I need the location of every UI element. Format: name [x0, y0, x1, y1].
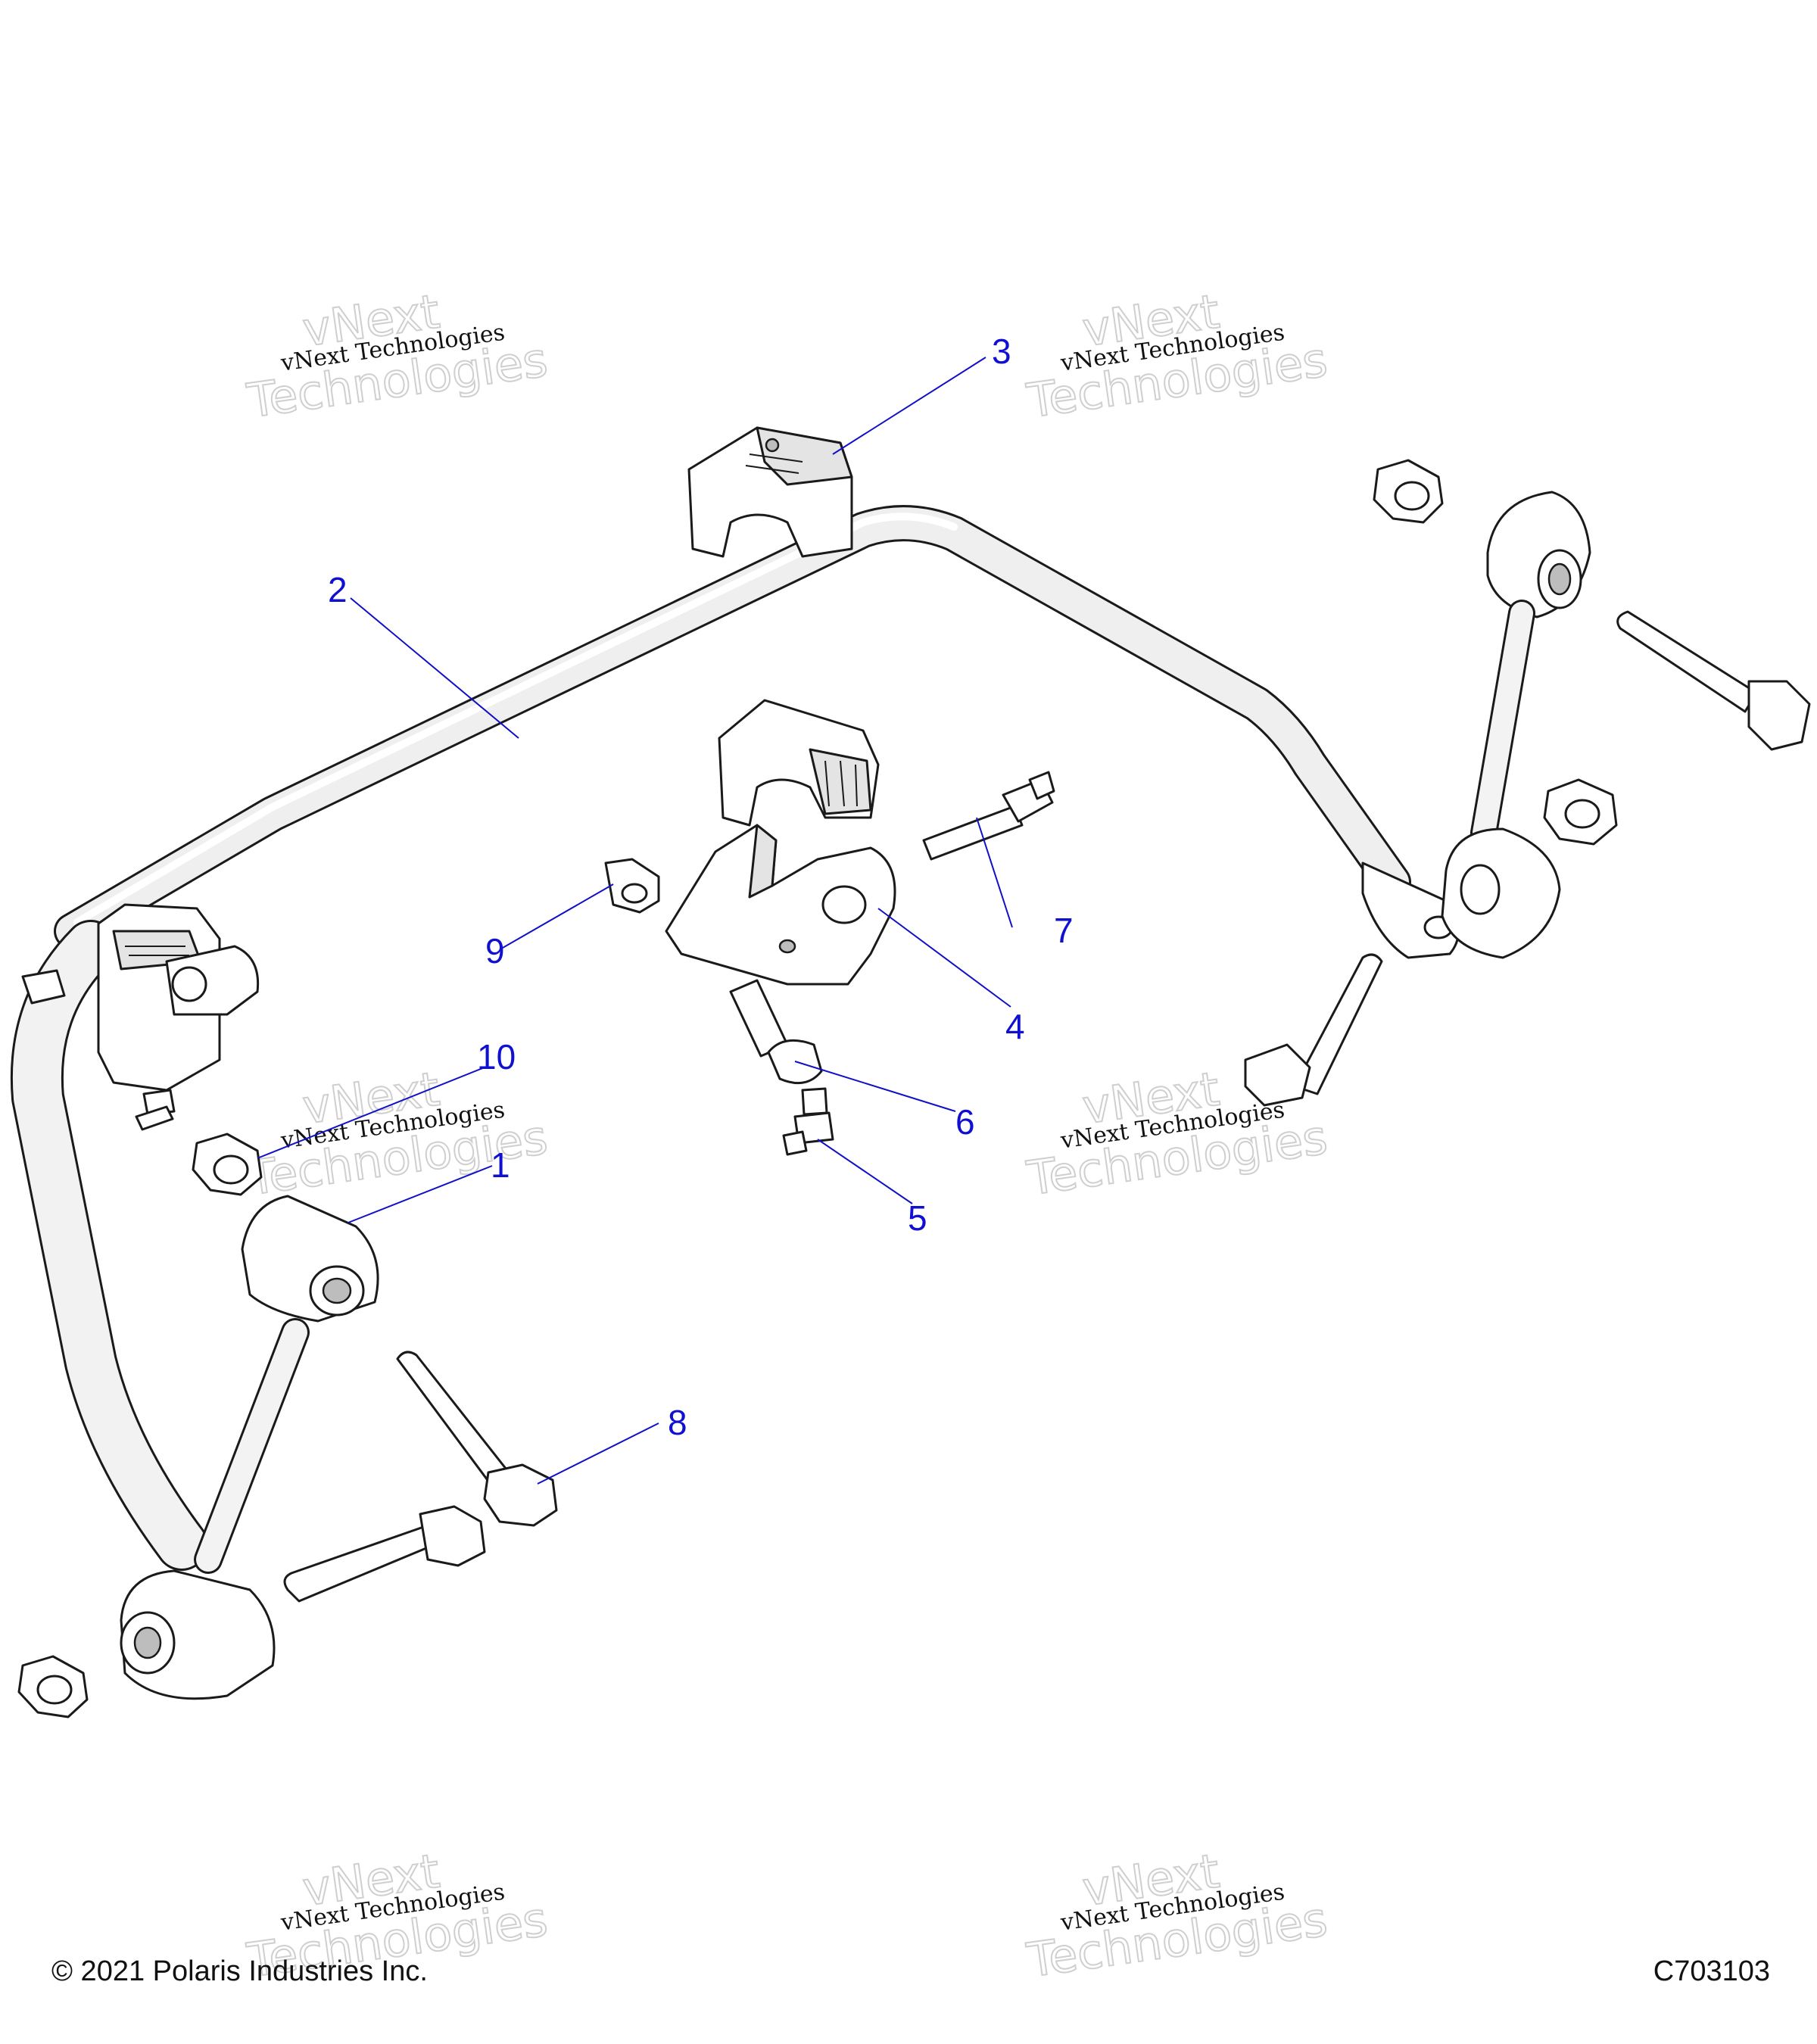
callout-4: 4 [1005, 1007, 1025, 1046]
callout-10: 10 [477, 1037, 516, 1077]
callout-7: 7 [1054, 911, 1074, 950]
bushing-upper [687, 426, 853, 558]
diagram-code: C703103 [1653, 1955, 1770, 1987]
bolt-lower-a [396, 1351, 558, 1527]
small-fitting-left [135, 1105, 174, 1131]
bolt-lower-b [283, 1505, 486, 1603]
leader-lines [257, 357, 1013, 1485]
left-link-assembly [120, 1195, 379, 1700]
nut-small [604, 858, 660, 914]
copyright-notice: © 2021 Polaris Industries Inc. [51, 1955, 428, 1987]
callout-numbers: 1 2 3 4 5 6 7 8 9 10 [328, 332, 1074, 1442]
callout-5: 5 [908, 1198, 927, 1238]
bushing-lower [718, 699, 880, 827]
grease-fitting [782, 1087, 834, 1156]
left-bar-mount-assembly [21, 903, 260, 1116]
callout-3: 3 [992, 332, 1011, 371]
watermark-top-left: vNext vNext Technologies Technologies [243, 283, 552, 430]
flange-bolt [729, 979, 823, 1085]
callout-2: 2 [328, 570, 348, 609]
right-link-assembly [1244, 459, 1811, 1107]
bolt-center [922, 771, 1055, 861]
callout-6: 6 [955, 1102, 975, 1142]
callout-9: 9 [485, 931, 505, 971]
mount-bracket [665, 824, 896, 986]
nut-left [192, 1133, 263, 1196]
watermark-bottom-right: vNext vNext Technologies Technologies [1023, 1843, 1332, 1989]
callout-8: 8 [668, 1403, 687, 1442]
nut-bottom-left [17, 1655, 89, 1718]
watermark-top-right: vNext vNext Technologies Technologies [1023, 283, 1332, 430]
callout-1: 1 [491, 1145, 510, 1185]
